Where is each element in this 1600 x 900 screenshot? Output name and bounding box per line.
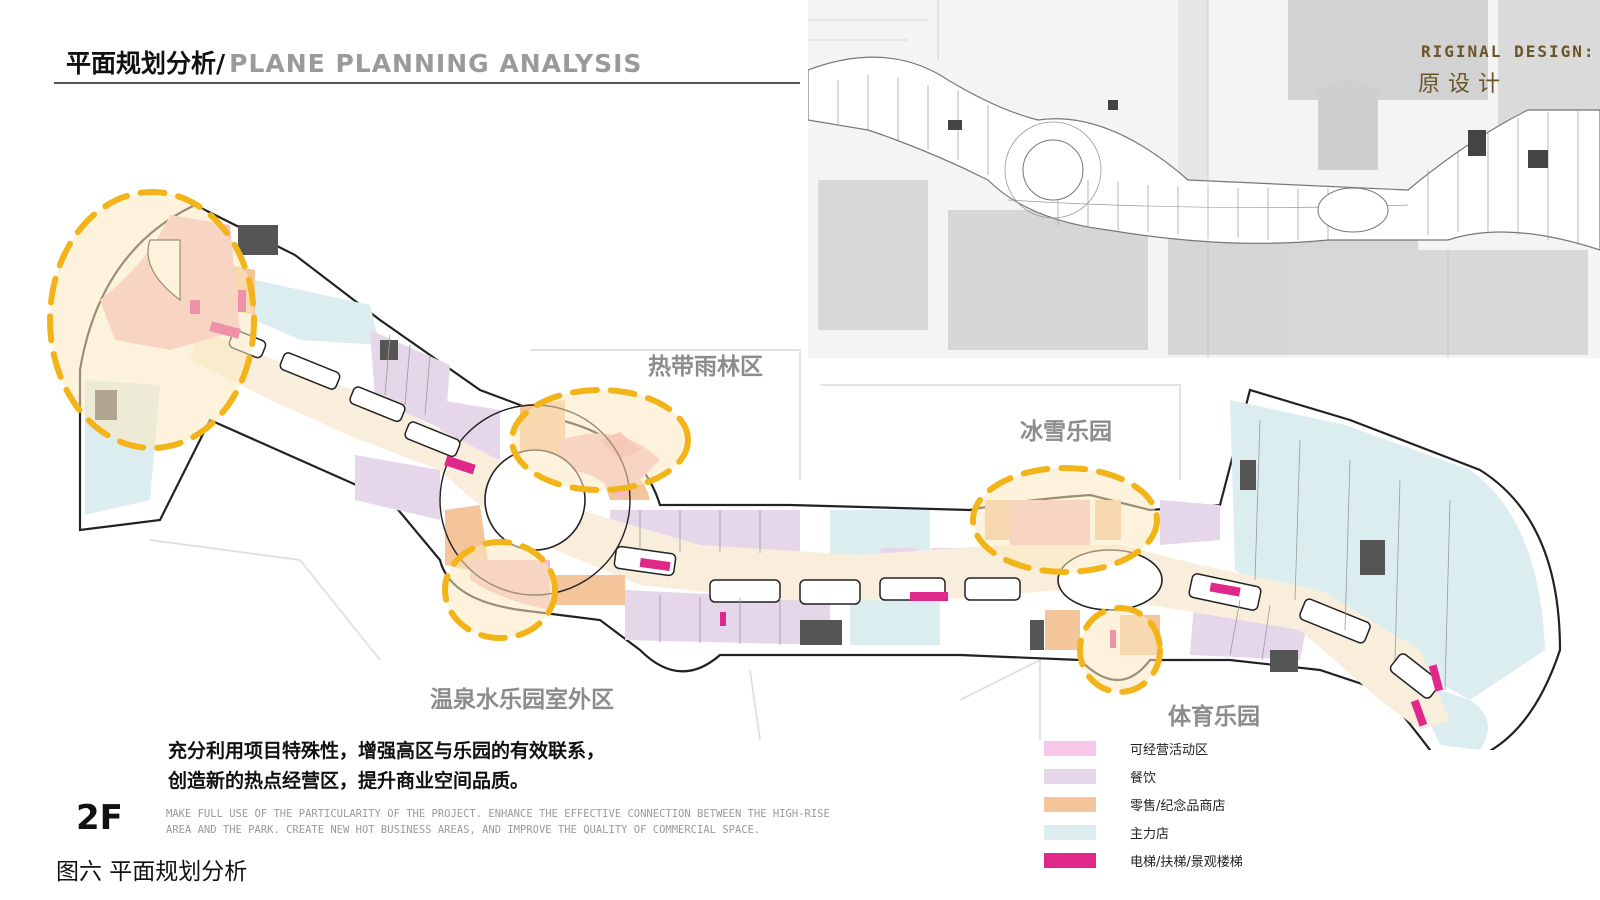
original-design-plan bbox=[808, 0, 1600, 358]
legend-swatch bbox=[1044, 740, 1096, 756]
page-title-en: PLANE PLANNING ANALYSIS bbox=[229, 49, 643, 78]
zone-label-hot-spring: 温泉水乐园室外区 bbox=[430, 687, 614, 713]
legend-swatch bbox=[1044, 768, 1096, 784]
legend-swatch bbox=[1044, 852, 1096, 868]
legend-item-lift: 电梯/扶梯/景观楼梯 bbox=[1044, 846, 1243, 874]
description-line-1: 充分利用项目特殊性，增强高区与乐园的有效联系， bbox=[168, 740, 606, 762]
original-design-label-en: RIGINAL DESIGN: bbox=[1421, 42, 1596, 61]
highlight-zone-hotspring bbox=[442, 539, 558, 641]
floor-label: 2F bbox=[76, 798, 123, 838]
zone-label-rainforest: 热带雨林区 bbox=[648, 354, 763, 380]
legend-label: 电梯/扶梯/景观楼梯 bbox=[1130, 854, 1243, 870]
legend-label: 餐饮 bbox=[1130, 770, 1157, 786]
zone-label-ice-snow: 冰雪乐园 bbox=[1020, 419, 1112, 445]
floor-plan-2f bbox=[47, 189, 1562, 750]
figure-caption: 图六 平面规划分析 bbox=[56, 859, 248, 885]
legend-item-retail: 零售/纪念品商店 bbox=[1044, 790, 1243, 818]
highlight-zone-west bbox=[47, 189, 257, 451]
description-cn: 充分利用项目特殊性，增强高区与乐园的有效联系， 创造新的热点经营区，提升商业空间… bbox=[168, 736, 605, 796]
legend-swatch bbox=[1044, 796, 1096, 812]
highlight-zone-sports bbox=[1077, 605, 1163, 695]
legend-label: 可经营活动区 bbox=[1130, 742, 1209, 758]
legend-label: 零售/纪念品商店 bbox=[1130, 798, 1226, 814]
highlight-zone-icesnow bbox=[970, 465, 1160, 575]
legend-item-dining: 餐饮 bbox=[1044, 762, 1243, 790]
zone-label-sports: 体育乐园 bbox=[1168, 704, 1260, 730]
legend-swatch bbox=[1044, 824, 1096, 840]
legend: 可经营活动区 餐饮 零售/纪念品商店 主力店 电梯/扶梯/景观楼梯 bbox=[1044, 734, 1243, 874]
description-en: MAKE FULL USE OF THE PARTICULARITY OF TH… bbox=[166, 808, 830, 836]
page-title: 平面规划分析/PLANE PLANNING ANALYSIS bbox=[66, 44, 642, 80]
header-rule bbox=[54, 82, 800, 84]
highlight-zone-rainforest bbox=[509, 387, 691, 493]
original-design-label-cn: 原设计 bbox=[1418, 72, 1509, 97]
page-title-cn: 平面规划分析/ bbox=[66, 49, 226, 78]
legend-item-activity: 可经营活动区 bbox=[1044, 734, 1243, 762]
legend-item-anchor: 主力店 bbox=[1044, 818, 1243, 846]
legend-label: 主力店 bbox=[1130, 826, 1170, 842]
description-line-2: 创造新的热点经营区，提升商业空间品质。 bbox=[168, 770, 530, 792]
